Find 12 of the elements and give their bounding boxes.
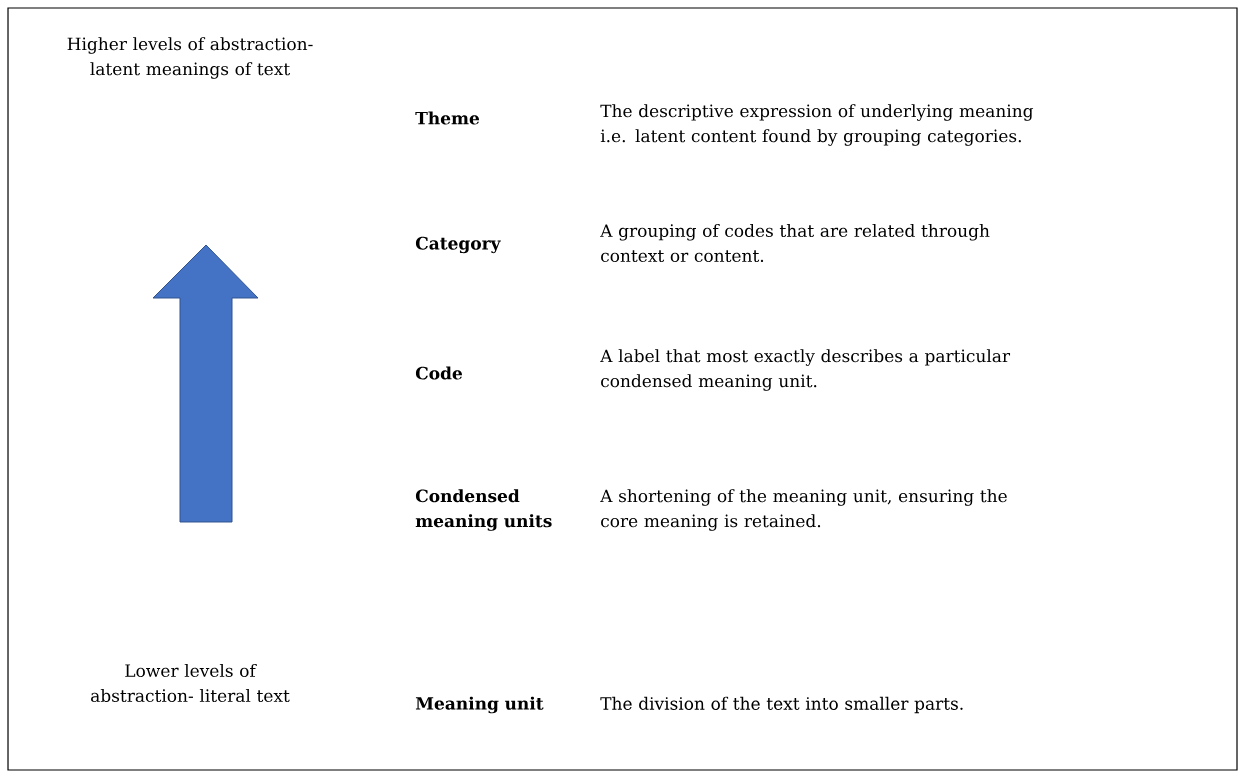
definition-text: The descriptive expression of underlying meaning i.e. latent content found by grouping categories. xyxy=(600,104,1034,146)
definition-text: A grouping of codes that are related through context or content. xyxy=(600,223,990,263)
definition-text: A label that most exactly describes a particular condensed meaning unit. xyxy=(600,349,1011,391)
definition-text: A shortening of the meaning unit, ensuring the core meaning is retained. xyxy=(600,489,1007,531)
term-label: Theme xyxy=(415,111,480,125)
level-caption: Lower levels of abstraction- literal text xyxy=(91,663,290,703)
term-label: Code xyxy=(415,366,462,380)
definition-text: The division of the text into smaller parts. xyxy=(600,696,963,714)
term-label: Condensed meaning units xyxy=(415,489,552,531)
term-label: Category xyxy=(415,236,501,254)
term-label: Meaning unit xyxy=(415,696,544,714)
level-caption: Higher levels of abstraction- latent meanings of text xyxy=(67,37,313,79)
